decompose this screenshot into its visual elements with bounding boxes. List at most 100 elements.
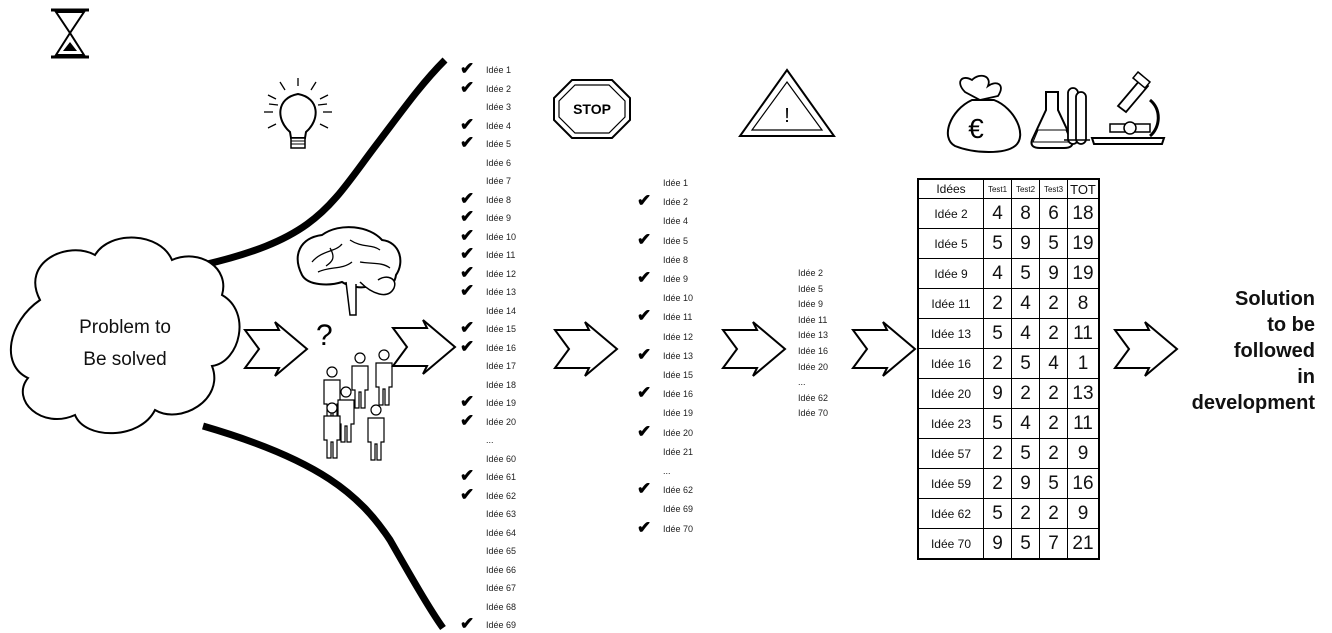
idea-item: Idée 62 (486, 491, 516, 501)
idea-item: Idée 1 (486, 65, 511, 75)
checkmark-icon: ✔ (637, 480, 651, 497)
problem-line-2: Be solved (40, 344, 210, 376)
checkmark-icon: ✔ (460, 486, 474, 503)
hourglass-icon (51, 10, 89, 57)
row-score-cell: 9 (984, 379, 1012, 409)
row-score-cell: 2 (1040, 409, 1068, 439)
checkmark-icon: ✔ (460, 245, 474, 262)
idea-item: Idée 70 (663, 524, 693, 534)
row-score-cell: 2 (1040, 439, 1068, 469)
row-score-cell: 2 (1040, 319, 1068, 349)
row-score-cell: 5 (1040, 469, 1068, 499)
row-total-cell: 18 (1068, 199, 1100, 229)
idea-item: Idée 16 (663, 389, 693, 399)
problem-text: Problem to Be solved (40, 312, 210, 376)
idea-item: Idée 4 (486, 121, 511, 131)
row-idea-cell: Idée 70 (918, 529, 984, 560)
idea-item: Idée 16 (798, 346, 828, 356)
idea-item: Idée 68 (486, 602, 516, 612)
idea-item: Idée 11 (486, 250, 515, 260)
idea-item: Idée 15 (663, 370, 693, 380)
idea-item: Idée 7 (486, 176, 511, 186)
row-score-cell: 5 (1012, 259, 1040, 289)
warning-triangle-icon: ! (740, 70, 834, 136)
checkmark-icon: ✔ (460, 190, 474, 207)
idea-item: Idée 65 (486, 546, 516, 556)
idea-item: Idée 60 (486, 454, 516, 464)
checkmark-icon: ✔ (637, 519, 651, 536)
header-test1: Test1 (984, 179, 1012, 199)
idea-item: Idée 69 (663, 504, 693, 514)
idea-item: Idée 61 (486, 472, 516, 482)
checkmark-icon: ✔ (460, 208, 474, 225)
money-bag-icon: € (948, 76, 1020, 152)
idea-item: Idée 62 (663, 485, 693, 495)
arrow-icon (723, 322, 785, 376)
row-score-cell: 9 (1012, 469, 1040, 499)
row-score-cell: 2 (1012, 499, 1040, 529)
checkmark-icon: ✔ (637, 192, 651, 209)
row-score-cell: 5 (984, 499, 1012, 529)
row-score-cell: 5 (1012, 529, 1040, 560)
checkmark-icon: ✔ (460, 412, 474, 429)
row-idea-cell: Idée 23 (918, 409, 984, 439)
idea-item: Idée 9 (798, 299, 823, 309)
people-group-icon (324, 350, 392, 460)
row-score-cell: 2 (1012, 379, 1040, 409)
row-score-cell: 2 (984, 469, 1012, 499)
idea-item: Idée 20 (798, 362, 828, 372)
score-table-header: Idées Test1 Test2 Test3 TOT (918, 179, 1099, 199)
svg-text:STOP: STOP (573, 101, 611, 117)
idea-item: Idée 8 (663, 255, 688, 265)
idea-item: Idée 63 (486, 509, 516, 519)
table-row: Idée 248618 (918, 199, 1099, 229)
row-total-cell: 21 (1068, 529, 1100, 560)
table-row: Idée 112428 (918, 289, 1099, 319)
lab-flasks-icon (1031, 88, 1090, 148)
solution-line: followed (1150, 338, 1315, 364)
idea-item: Idée 5 (486, 139, 511, 149)
table-row: Idée 2354211 (918, 409, 1099, 439)
arrow-icon (853, 322, 915, 376)
row-score-cell: 5 (984, 229, 1012, 259)
idea-item: Idée 17 (486, 361, 516, 371)
solution-line: to be (1150, 312, 1315, 338)
checkmark-icon: ✔ (637, 423, 651, 440)
checkmark-icon: ✔ (460, 319, 474, 336)
idea-item: Idée 2 (798, 268, 823, 278)
checkmark-icon: ✔ (637, 346, 651, 363)
row-idea-cell: Idée 9 (918, 259, 984, 289)
idea-item: Idée 4 (663, 216, 688, 226)
row-score-cell: 5 (984, 319, 1012, 349)
row-total-cell: 11 (1068, 409, 1100, 439)
checkmark-icon: ✔ (460, 134, 474, 151)
funnel-bottom-curve (203, 426, 443, 628)
idea-item: Idée 13 (663, 351, 693, 361)
idea-item: Idée 70 (798, 408, 828, 418)
row-score-cell: 5 (984, 409, 1012, 439)
row-score-cell: 4 (984, 259, 1012, 289)
idea-item: Idée 13 (486, 287, 516, 297)
row-total-cell: 16 (1068, 469, 1100, 499)
idea-item: Idée 11 (663, 312, 692, 322)
idea-item: Idée 12 (486, 269, 516, 279)
row-total-cell: 9 (1068, 439, 1100, 469)
header-test3: Test3 (1040, 179, 1068, 199)
idea-item: ... (663, 466, 671, 476)
table-row: Idée 559519 (918, 229, 1099, 259)
row-score-cell: 2 (1040, 379, 1068, 409)
idea-item: Idée 15 (486, 324, 516, 334)
row-idea-cell: Idée 13 (918, 319, 984, 349)
row-score-cell: 5 (1012, 439, 1040, 469)
idea-item: Idée 9 (486, 213, 511, 223)
idea-item: Idée 5 (798, 284, 823, 294)
idea-item: Idée 20 (663, 428, 693, 438)
solution-line: in (1150, 364, 1315, 390)
idea-item: Idée 9 (663, 274, 688, 284)
row-idea-cell: Idée 57 (918, 439, 984, 469)
